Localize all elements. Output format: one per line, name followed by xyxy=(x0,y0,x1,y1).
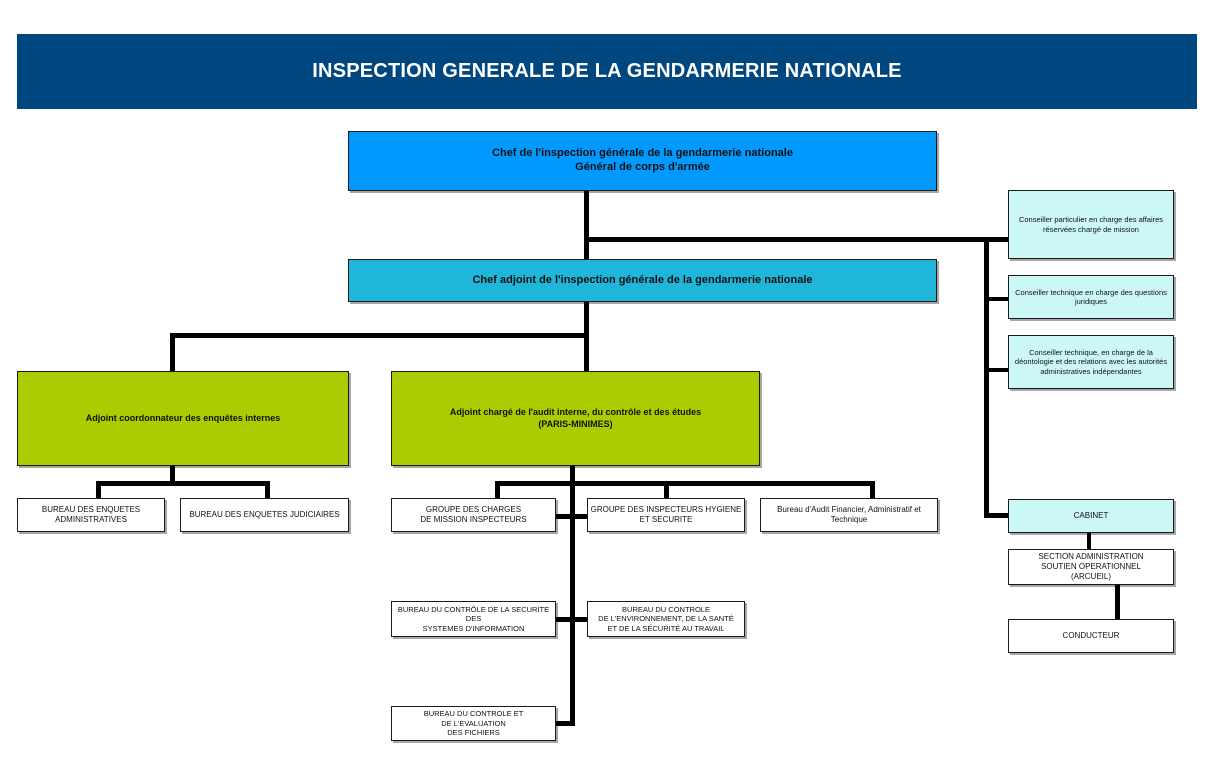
bureau-label: BUREAU DES ENQUETES JUDICIAIRES xyxy=(189,510,340,519)
section-label: SECTION ADMINISTRATION xyxy=(1038,552,1144,561)
section-label: (ARCUEIL) xyxy=(1070,572,1111,581)
conseiller-label: réservées chargé de mission xyxy=(1043,224,1139,234)
groupe-label: DE MISSION INSPECTEURS xyxy=(420,515,527,524)
connector xyxy=(96,481,270,486)
connector xyxy=(584,190,589,260)
cabinet-label: CABINET xyxy=(1073,511,1109,520)
conducteur-box: CONDUCTEUR xyxy=(1008,619,1174,653)
groupe-label: ET SECURITE xyxy=(639,515,693,524)
connector xyxy=(495,481,875,486)
conseiller-label: déontologie et des relations avec les au… xyxy=(1014,357,1168,367)
connector xyxy=(495,481,500,499)
section-label: SOUTIEN OPERATIONNEL xyxy=(1041,562,1141,571)
connector xyxy=(584,237,1011,242)
groupe-inspecteurs-hygiene-box: GROUPE DES INSPECTEURS HYGIENE ET SECURI… xyxy=(587,498,745,532)
connector xyxy=(984,368,1008,372)
bureau-label: DES xyxy=(465,614,482,624)
connector xyxy=(555,514,589,519)
adjoint-audit-location: (PARIS-MINIMES) xyxy=(538,418,613,429)
bureau-label: SYSTEMES D'INFORMATION xyxy=(422,623,525,633)
adjoint-audit-title: Adjoint chargé de l'audit interne, du co… xyxy=(449,407,702,418)
conseiller-questions-juridiques-box: Conseiller technique en charge des quest… xyxy=(1008,275,1174,319)
bureau-enquetes-judiciaires-box: BUREAU DES ENQUETES JUDICIAIRES xyxy=(180,498,349,532)
conseiller-deontologie-box: Conseiller technique, en charge de la dé… xyxy=(1008,335,1174,389)
cabinet-box: CABINET xyxy=(1008,499,1174,533)
bureau-label: BUREAU DES ENQUETES xyxy=(41,505,141,514)
connector xyxy=(1115,584,1120,620)
conseiller-label: juridiques xyxy=(1074,297,1108,306)
connector xyxy=(96,481,101,499)
conseiller-label: Conseiller technique, en charge de la xyxy=(1029,347,1153,357)
connector xyxy=(984,513,1008,518)
connector xyxy=(1087,532,1091,550)
connector xyxy=(984,237,989,518)
chef-inspection-box: Chef de l'inspection générale de la gend… xyxy=(348,131,937,191)
groupe-label: GROUPE DES INSPECTEURS HYGIENE xyxy=(590,505,742,514)
groupe-label: GROUPE DES CHARGES xyxy=(425,505,522,514)
connector xyxy=(170,465,175,485)
bureau-label: DE L'EVALUATION xyxy=(441,718,506,728)
chef-rank: Général de corps d'armée xyxy=(575,161,710,173)
conducteur-label: CONDUCTEUR xyxy=(1062,631,1120,640)
connector xyxy=(870,481,875,499)
section-administration-box: SECTION ADMINISTRATION SOUTIEN OPERATION… xyxy=(1008,549,1174,585)
chef-adjoint-box: Chef adjoint de l'inspection générale de… xyxy=(348,259,937,302)
bureau-audit-financier-box: Bureau d'Audit Financier, Administratif … xyxy=(760,498,938,532)
bureau-enquetes-administratives-box: BUREAU DES ENQUETES ADMINISTRATIVES xyxy=(17,498,165,532)
chef-title: Chef de l'inspection générale de la gend… xyxy=(492,147,793,160)
bureau-label: Bureau d'Audit Financier, Administratif … xyxy=(777,505,921,514)
bureau-label: BUREAU DU CONTROLE ET xyxy=(423,709,524,719)
connector xyxy=(170,333,175,372)
connector xyxy=(570,465,575,725)
adjoint-enquetes-box: Adjoint coordonnateur des enquêtes inter… xyxy=(17,371,349,466)
bureau-environnement-sante-box: BUREAU DU CONTROLE DE L'ENVIRONNEMENT, D… xyxy=(587,601,745,637)
connector xyxy=(265,481,270,499)
adjoint-enquetes-title: Adjoint coordonnateur des enquêtes inter… xyxy=(85,412,281,423)
connector xyxy=(170,333,589,338)
bureau-label: DE L'ENVIRONNEMENT, DE LA SANTÉ xyxy=(598,614,734,624)
conseiller-affaires-reservees-box: Conseiller particulier en charge des aff… xyxy=(1008,190,1174,259)
bureau-label: ET DE LA SÉCURITÉ AU TRAVAIL xyxy=(607,623,725,633)
groupe-charges-mission-box: GROUPE DES CHARGES DE MISSION INSPECTEUR… xyxy=(391,498,556,532)
adjoint-audit-box: Adjoint chargé de l'audit interne, du co… xyxy=(391,371,760,466)
connector xyxy=(555,721,575,726)
connector xyxy=(555,617,589,622)
chef-adjoint-title: Chef adjoint de l'inspection générale de… xyxy=(472,273,813,286)
page-title-banner: INSPECTION GENERALE DE LA GENDARMERIE NA… xyxy=(17,34,1197,109)
connector xyxy=(664,481,669,499)
bureau-securite-systemes-information-box: BUREAU DU CONTRÔLE DE LA SECURITE DES SY… xyxy=(391,601,556,637)
page-title: INSPECTION GENERALE DE LA GENDARMERIE NA… xyxy=(312,60,902,82)
bureau-label: DES FICHIERS xyxy=(447,728,500,738)
bureau-label: Technique xyxy=(830,515,868,524)
bureau-label: BUREAU DU CONTROLE xyxy=(622,604,710,614)
bureau-label: ADMINISTRATIVES xyxy=(55,515,127,524)
bureau-evaluation-fichiers-box: BUREAU DU CONTROLE ET DE L'EVALUATION DE… xyxy=(391,706,556,741)
conseiller-label: administratives indépendantes xyxy=(1040,366,1142,376)
conseiller-label: Conseiller technique en charge des quest… xyxy=(1015,287,1167,297)
bureau-label: BUREAU DU CONTRÔLE DE LA SECURITE xyxy=(397,604,550,614)
connector xyxy=(984,297,1008,301)
conseiller-label: Conseiller particulier en charge des aff… xyxy=(1018,215,1164,225)
